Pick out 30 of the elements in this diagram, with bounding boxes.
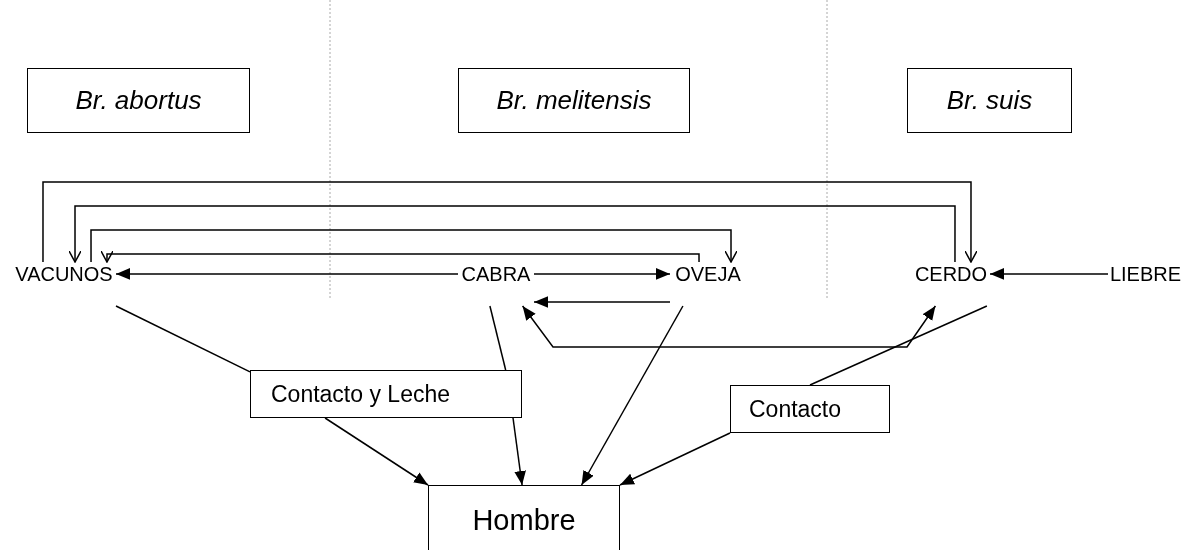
transmission-box: [730, 385, 890, 433]
arrow: [580, 305, 684, 486]
arrow: [512, 417, 526, 486]
box-label: Br. abortus: [75, 85, 202, 116]
transmission-box: [250, 370, 522, 418]
host-box: [428, 485, 620, 550]
arrow: [42, 181, 978, 263]
arrow: [324, 417, 429, 486]
arrow: [115, 268, 459, 280]
arrow: [619, 432, 731, 486]
box-label: Br. melitensis: [496, 85, 652, 116]
arrow: [90, 229, 738, 263]
animal-label: OVEJA: [674, 262, 742, 286]
arrow: [100, 250, 700, 263]
arrow: [533, 296, 671, 308]
arrow: [989, 268, 1109, 280]
species-box: [27, 68, 250, 133]
arrow: [521, 305, 937, 348]
species-box: [907, 68, 1072, 133]
arrow: [533, 268, 671, 280]
animal-label: CERDO: [913, 262, 989, 286]
arrow: [68, 205, 956, 263]
box-label: Contacto y Leche: [271, 380, 450, 408]
animal-label: VACUNOS: [14, 262, 114, 286]
box-label: Contacto: [749, 395, 842, 423]
animal-label: LIEBRE: [1108, 262, 1183, 286]
box-label: Br. suis: [946, 85, 1033, 116]
species-box: [458, 68, 690, 133]
animal-label: CABRA: [460, 262, 532, 286]
box-label: Hombre: [472, 504, 576, 537]
